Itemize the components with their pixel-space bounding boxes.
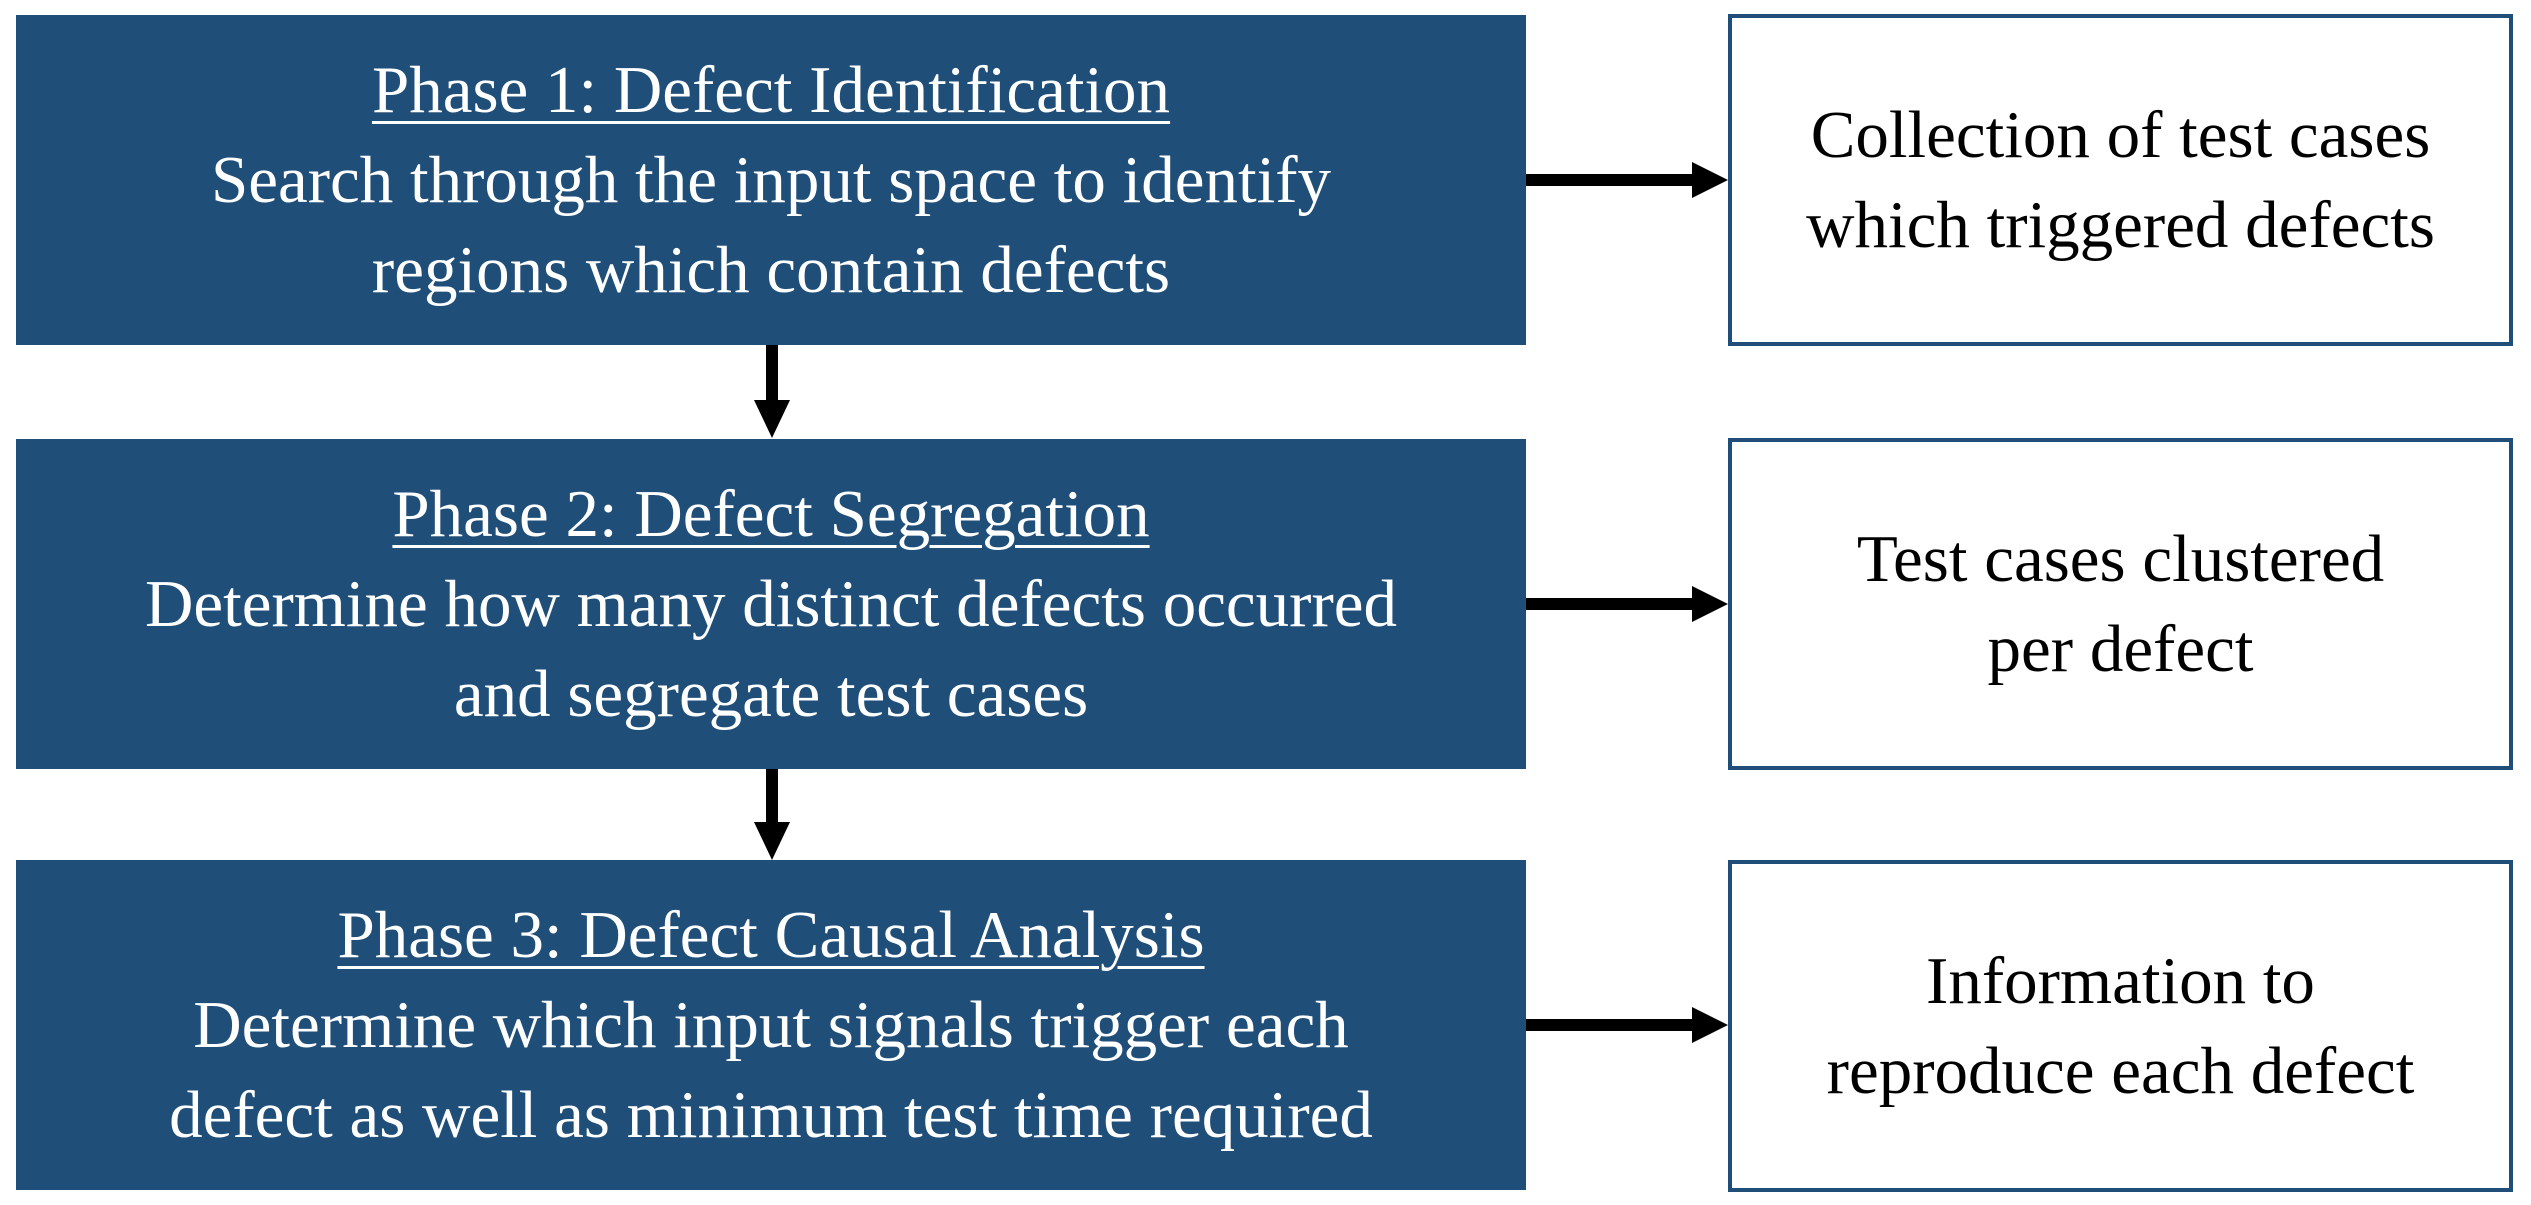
output-1-line-1: Collection of test cases — [1810, 98, 2431, 172]
phase-2-description-line-1: Determine how many distinct defects occu… — [144, 567, 1398, 641]
arrow-phase-1-to-output-1 — [1526, 162, 1728, 198]
phase-2-title: Phase 2: Defect Segregation — [392, 477, 1150, 551]
phase-2-description-line-2: and segregate test cases — [453, 657, 1089, 731]
output-2-line-2: per defect — [1987, 612, 2254, 686]
phase-3-title: Phase 3: Defect Causal Analysis — [337, 898, 1205, 972]
phase-1-title: Phase 1: Defect Identification — [371, 53, 1171, 127]
output-3-box: Information to reproduce each defect — [1728, 860, 2513, 1192]
phase-1-description-line-1: Search through the input space to identi… — [210, 143, 1332, 217]
output-1-box: Collection of test cases which triggered… — [1728, 14, 2513, 346]
phase-1-description-line-2: regions which contain defects — [371, 233, 1171, 307]
phase-3-description-line-2: defect as well as minimum test time requ… — [169, 1078, 1373, 1152]
output-2-box: Test cases clustered per defect — [1728, 438, 2513, 770]
arrow-phase-2-to-phase-3 — [754, 769, 790, 860]
phase-3-box: Phase 3: Defect Causal Analysis Determin… — [16, 860, 1526, 1190]
phase-3-description-line-1: Determine which input signals trigger ea… — [193, 988, 1349, 1062]
phase-1-box: Phase 1: Defect Identification Search th… — [16, 15, 1526, 345]
arrow-phase-1-to-phase-2 — [754, 345, 790, 438]
output-3-line-1: Information to — [1926, 944, 2315, 1018]
arrow-phase-3-to-output-3 — [1526, 1007, 1728, 1043]
arrow-phase-2-to-output-2 — [1526, 586, 1728, 622]
output-3-line-2: reproduce each defect — [1826, 1034, 2415, 1108]
output-2-line-1: Test cases clustered — [1856, 522, 2385, 596]
phase-2-box: Phase 2: Defect Segregation Determine ho… — [16, 439, 1526, 769]
output-1-line-2: which triggered defects — [1806, 188, 2435, 262]
